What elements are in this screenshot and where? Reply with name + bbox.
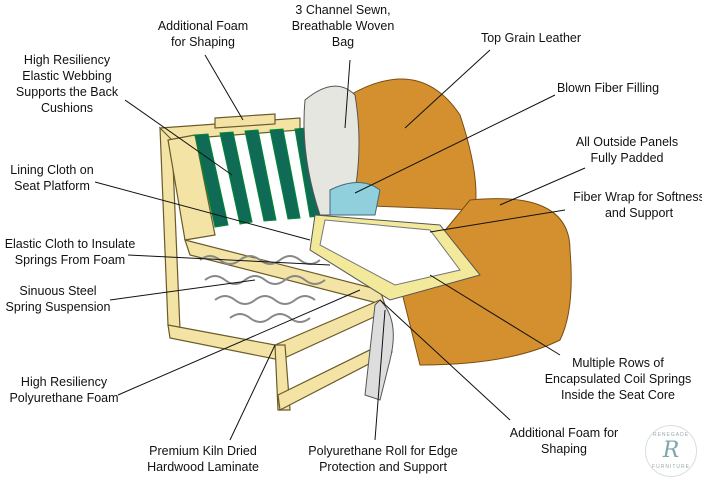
leader-lines — [94, 49, 586, 441]
label-elastic-webbing: High Resiliency Elastic Webbing Supports… — [15, 53, 119, 115]
label-sinuous-steel: Sinuous Steel Spring Suspension — [5, 284, 111, 314]
label-coil-springs: Multiple Rows of Encapsulated Coil Sprin… — [544, 356, 692, 402]
label-outside-panels: All Outside Panels Fully Padded — [575, 135, 679, 165]
logo-mark: R — [662, 438, 680, 463]
label-fiber-wrap: Fiber Wrap for Softness and Support — [573, 190, 702, 220]
label-woven-bag: 3 Channel Sewn, Breathable Woven Bag — [291, 3, 395, 49]
label-additional-foam-bottom: Additional Foam for Shaping — [509, 426, 619, 456]
blown-fiber — [329, 182, 381, 216]
label-top-grain-leather: Top Grain Leather — [480, 31, 582, 45]
label-polyurethane-roll: Polyurethane Roll for Edge Protection an… — [308, 444, 458, 474]
label-hardwood: Premium Kiln Dried Hardwood Laminate — [147, 444, 259, 474]
logo-top-text: RENEGADE — [652, 432, 690, 438]
elastic-webbing — [194, 127, 321, 228]
coil-core — [319, 219, 461, 286]
label-blown-fiber: Blown Fiber Filling — [556, 81, 660, 95]
label-additional-foam-top: Additional Foam for Shaping — [157, 19, 249, 49]
label-lining-cloth: Lining Cloth on Seat Platform — [10, 163, 94, 193]
poly-roll — [364, 299, 394, 401]
brand-logo: RENEGADE R FURNITURE — [645, 425, 697, 477]
leather-back — [344, 78, 477, 211]
label-polyurethane-foam: High Resiliency Polyurethane Foam — [9, 375, 119, 405]
logo-bottom-text: FURNITURE — [652, 464, 690, 470]
label-elastic-cloth: Elastic Cloth to Insulate Springs From F… — [4, 237, 136, 267]
wood-frame — [158, 113, 393, 411]
